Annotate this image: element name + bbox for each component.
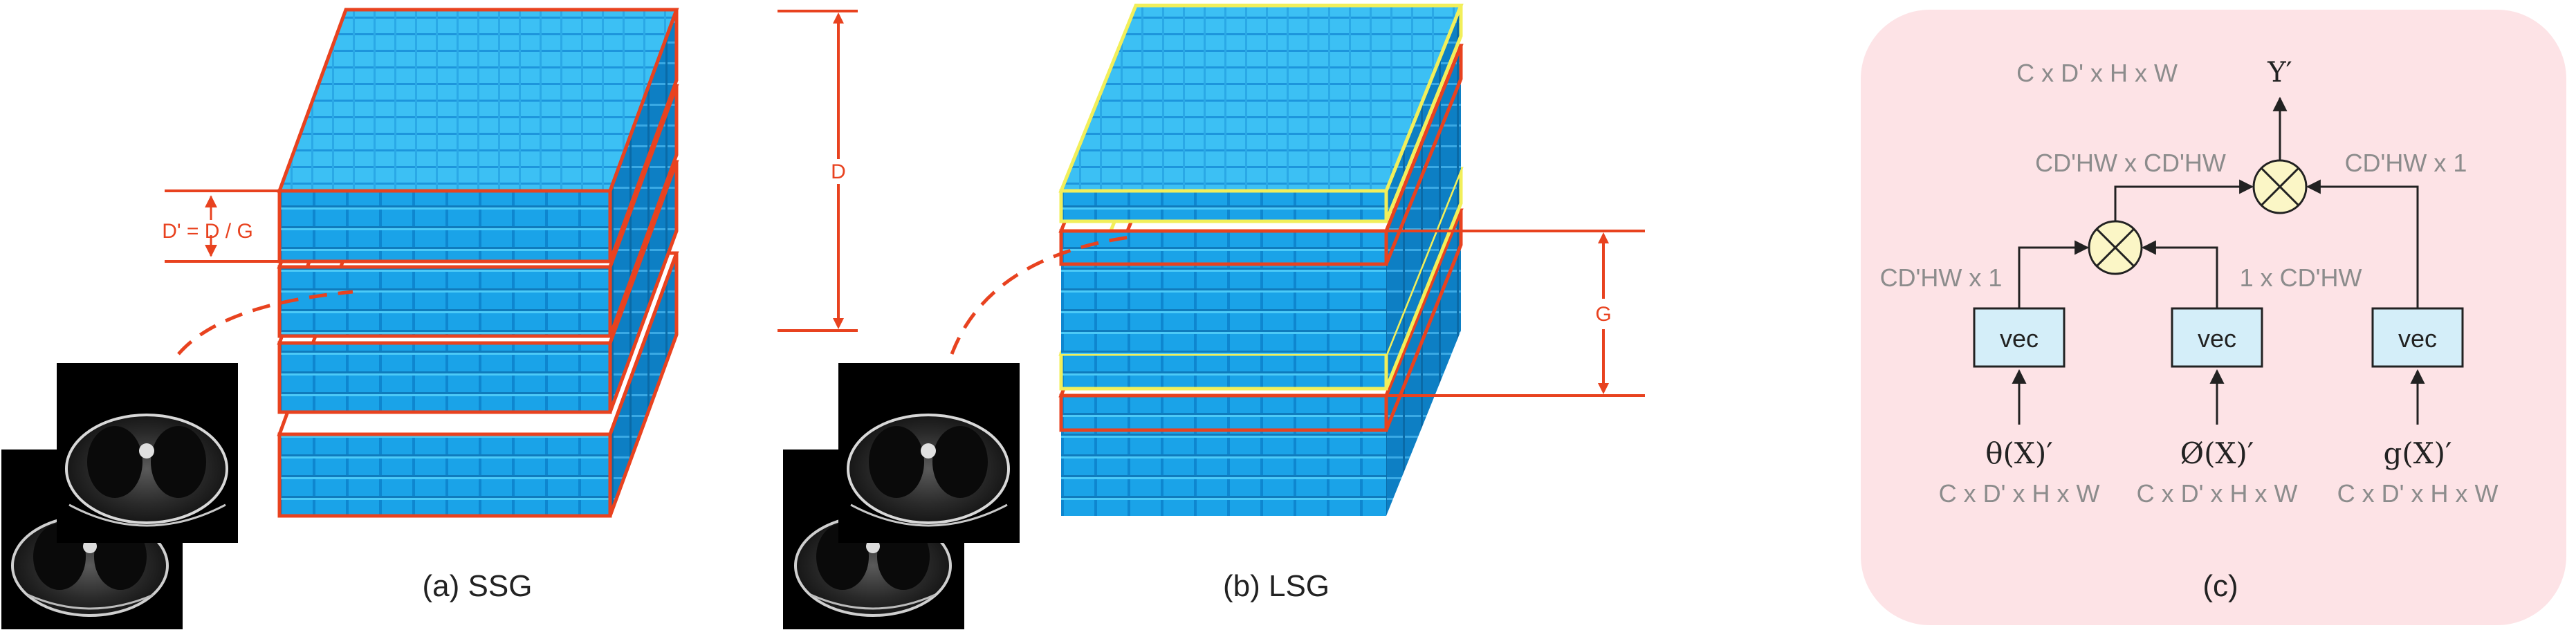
ct-scan-stack — [783, 363, 1020, 629]
lsg-slab-2 — [1058, 44, 1464, 266]
panel-c-operation: C x D' x H x W Y′ CD'HW x CD'HW CD'HW x … — [1861, 10, 2566, 625]
output-dims: C x D' x H x W — [2016, 59, 2178, 87]
input-g-symbol: g(X)′ — [2383, 436, 2451, 470]
vec-box-g — [2371, 307, 2464, 368]
vec-left-dims: CD'HW x 1 — [1880, 263, 2003, 292]
tensor-product-icon — [2088, 220, 2143, 275]
input-theta-dims: C x D' x H x W — [1939, 479, 2100, 508]
ct-scan-slice-icon — [838, 363, 1020, 543]
vec-label-phi: vec — [2198, 324, 2236, 353]
lsg-cube — [1058, 3, 1464, 516]
ssg-slab-3 — [277, 160, 679, 414]
lsg-slab-6 — [1061, 245, 1461, 516]
ssg-slab-4 — [277, 251, 679, 518]
vec-label-theta: vec — [2000, 324, 2039, 353]
ssg-slab-2 — [277, 84, 679, 338]
ssg-cube — [277, 8, 679, 518]
dprime-label: D' = D / G — [162, 220, 253, 243]
d-label: D — [831, 160, 846, 183]
vec-label-g: vec — [2398, 324, 2437, 353]
vec-mid-dims: 1 x CD'HW — [2240, 263, 2362, 292]
input-phi-dims: C x D' x H x W — [2137, 479, 2298, 508]
input-g-dims: C x D' x H x W — [2337, 479, 2499, 508]
panel-a-ssg: D' = D / G D (a) SSG — [1, 8, 858, 629]
caption-a: (a) SSG — [423, 569, 533, 603]
tensor-product-icon — [2252, 159, 2308, 214]
input-phi-symbol: Ø(X)′ — [2180, 436, 2254, 470]
output-symbol: Y′ — [2267, 57, 2292, 89]
mul-top-right-dims: CD'HW x 1 — [2345, 149, 2467, 177]
g-label: G — [1595, 303, 1611, 326]
input-theta-symbol: θ(X)′ — [1985, 436, 2053, 470]
ssg-slab-1 — [277, 8, 679, 263]
lsg-slab-3 — [1061, 79, 1461, 354]
vec-box-phi — [2171, 307, 2263, 368]
panel-b-lsg: G (b) LSG — [783, 3, 1645, 629]
caption-b: (b) LSG — [1223, 569, 1330, 603]
caption-c: (c) — [2202, 569, 2238, 603]
ct-scan-stack — [1, 363, 238, 629]
ct-scan-slice-icon — [57, 363, 238, 543]
mul-top-left-dims: CD'HW x CD'HW — [2035, 149, 2226, 177]
lsg-slab-1 — [1058, 3, 1464, 223]
